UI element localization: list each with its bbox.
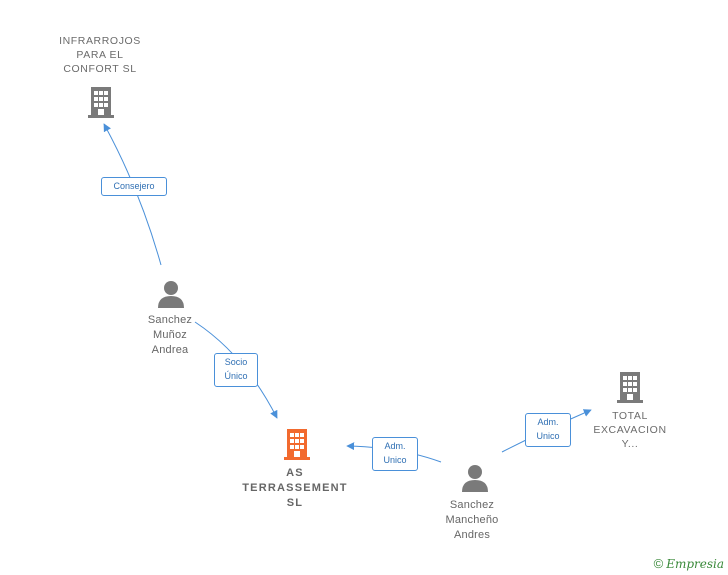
brand-name: Empresia (666, 556, 724, 571)
node-label-sanchez-munoz[interactable]: Sanchez Muñoz Andrea (147, 314, 193, 356)
node-label-infrarrojos[interactable]: INFRARROJOS PARA EL CONFORT SL (59, 35, 141, 75)
brand-watermark: © Empresia (654, 556, 724, 571)
building-icon[interactable] (86, 85, 116, 119)
edge-label-adm-unico-total: Adm. Unico (525, 413, 571, 447)
person-icon[interactable] (156, 279, 186, 309)
person-icon[interactable] (460, 463, 490, 493)
edge-label-socio-unico: Socio Único (214, 353, 258, 387)
building-icon[interactable] (282, 427, 312, 461)
copyright-symbol: © (653, 556, 664, 571)
edge-label-adm-unico-as: Adm. Unico (372, 437, 418, 471)
building-icon[interactable] (615, 370, 645, 404)
node-label-as-terrassement[interactable]: AS TERRASSEMENT SL (242, 467, 348, 509)
edge-label-consejero: Consejero (101, 177, 167, 196)
node-label-total-excavacion[interactable]: TOTAL EXCAVACION Y... (593, 410, 667, 450)
node-label-sanchez-mancheno[interactable]: Sanchez Mancheño Andres (445, 499, 499, 541)
